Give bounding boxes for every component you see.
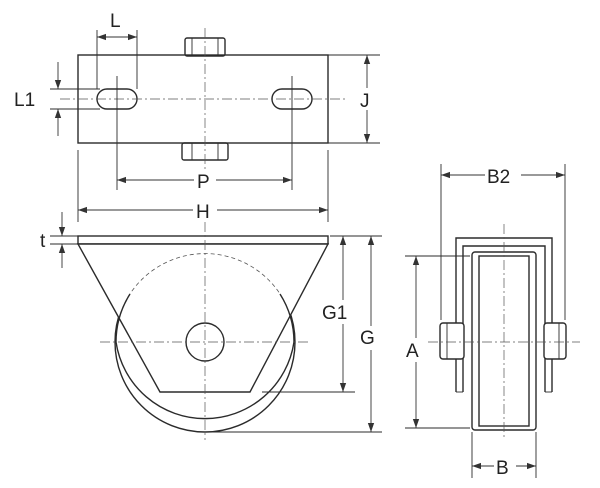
front-view bbox=[76, 222, 330, 440]
dimension-L1: L1 bbox=[14, 62, 100, 136]
dimension-G1: G1 bbox=[262, 235, 356, 393]
axle-left-end bbox=[439, 322, 465, 360]
label-L: L bbox=[110, 11, 121, 32]
label-H: H bbox=[196, 202, 210, 223]
label-t: t bbox=[40, 231, 46, 252]
dimension-G: G bbox=[212, 235, 382, 433]
label-L1: L1 bbox=[14, 90, 35, 111]
bracket-body bbox=[76, 243, 330, 393]
label-B2: B2 bbox=[487, 167, 510, 188]
dimension-J: J bbox=[328, 54, 380, 144]
side-view bbox=[428, 224, 580, 440]
dimension-L: L bbox=[96, 11, 138, 89]
dimension-H: H bbox=[77, 150, 329, 223]
label-A: A bbox=[406, 341, 419, 362]
dimension-A: A bbox=[404, 255, 470, 429]
dimension-B2: B2 bbox=[440, 164, 566, 320]
label-B: B bbox=[496, 458, 509, 479]
mounting-plate-front bbox=[77, 235, 329, 245]
label-P: P bbox=[197, 172, 210, 193]
dimension-P: P bbox=[116, 76, 293, 193]
label-J: J bbox=[360, 91, 370, 112]
axle-right-end bbox=[543, 322, 567, 360]
dimension-t: t bbox=[40, 212, 82, 268]
dimension-B: B bbox=[471, 432, 537, 480]
label-G: G bbox=[360, 328, 375, 349]
top-view bbox=[60, 28, 345, 170]
label-G1: G1 bbox=[322, 303, 347, 324]
